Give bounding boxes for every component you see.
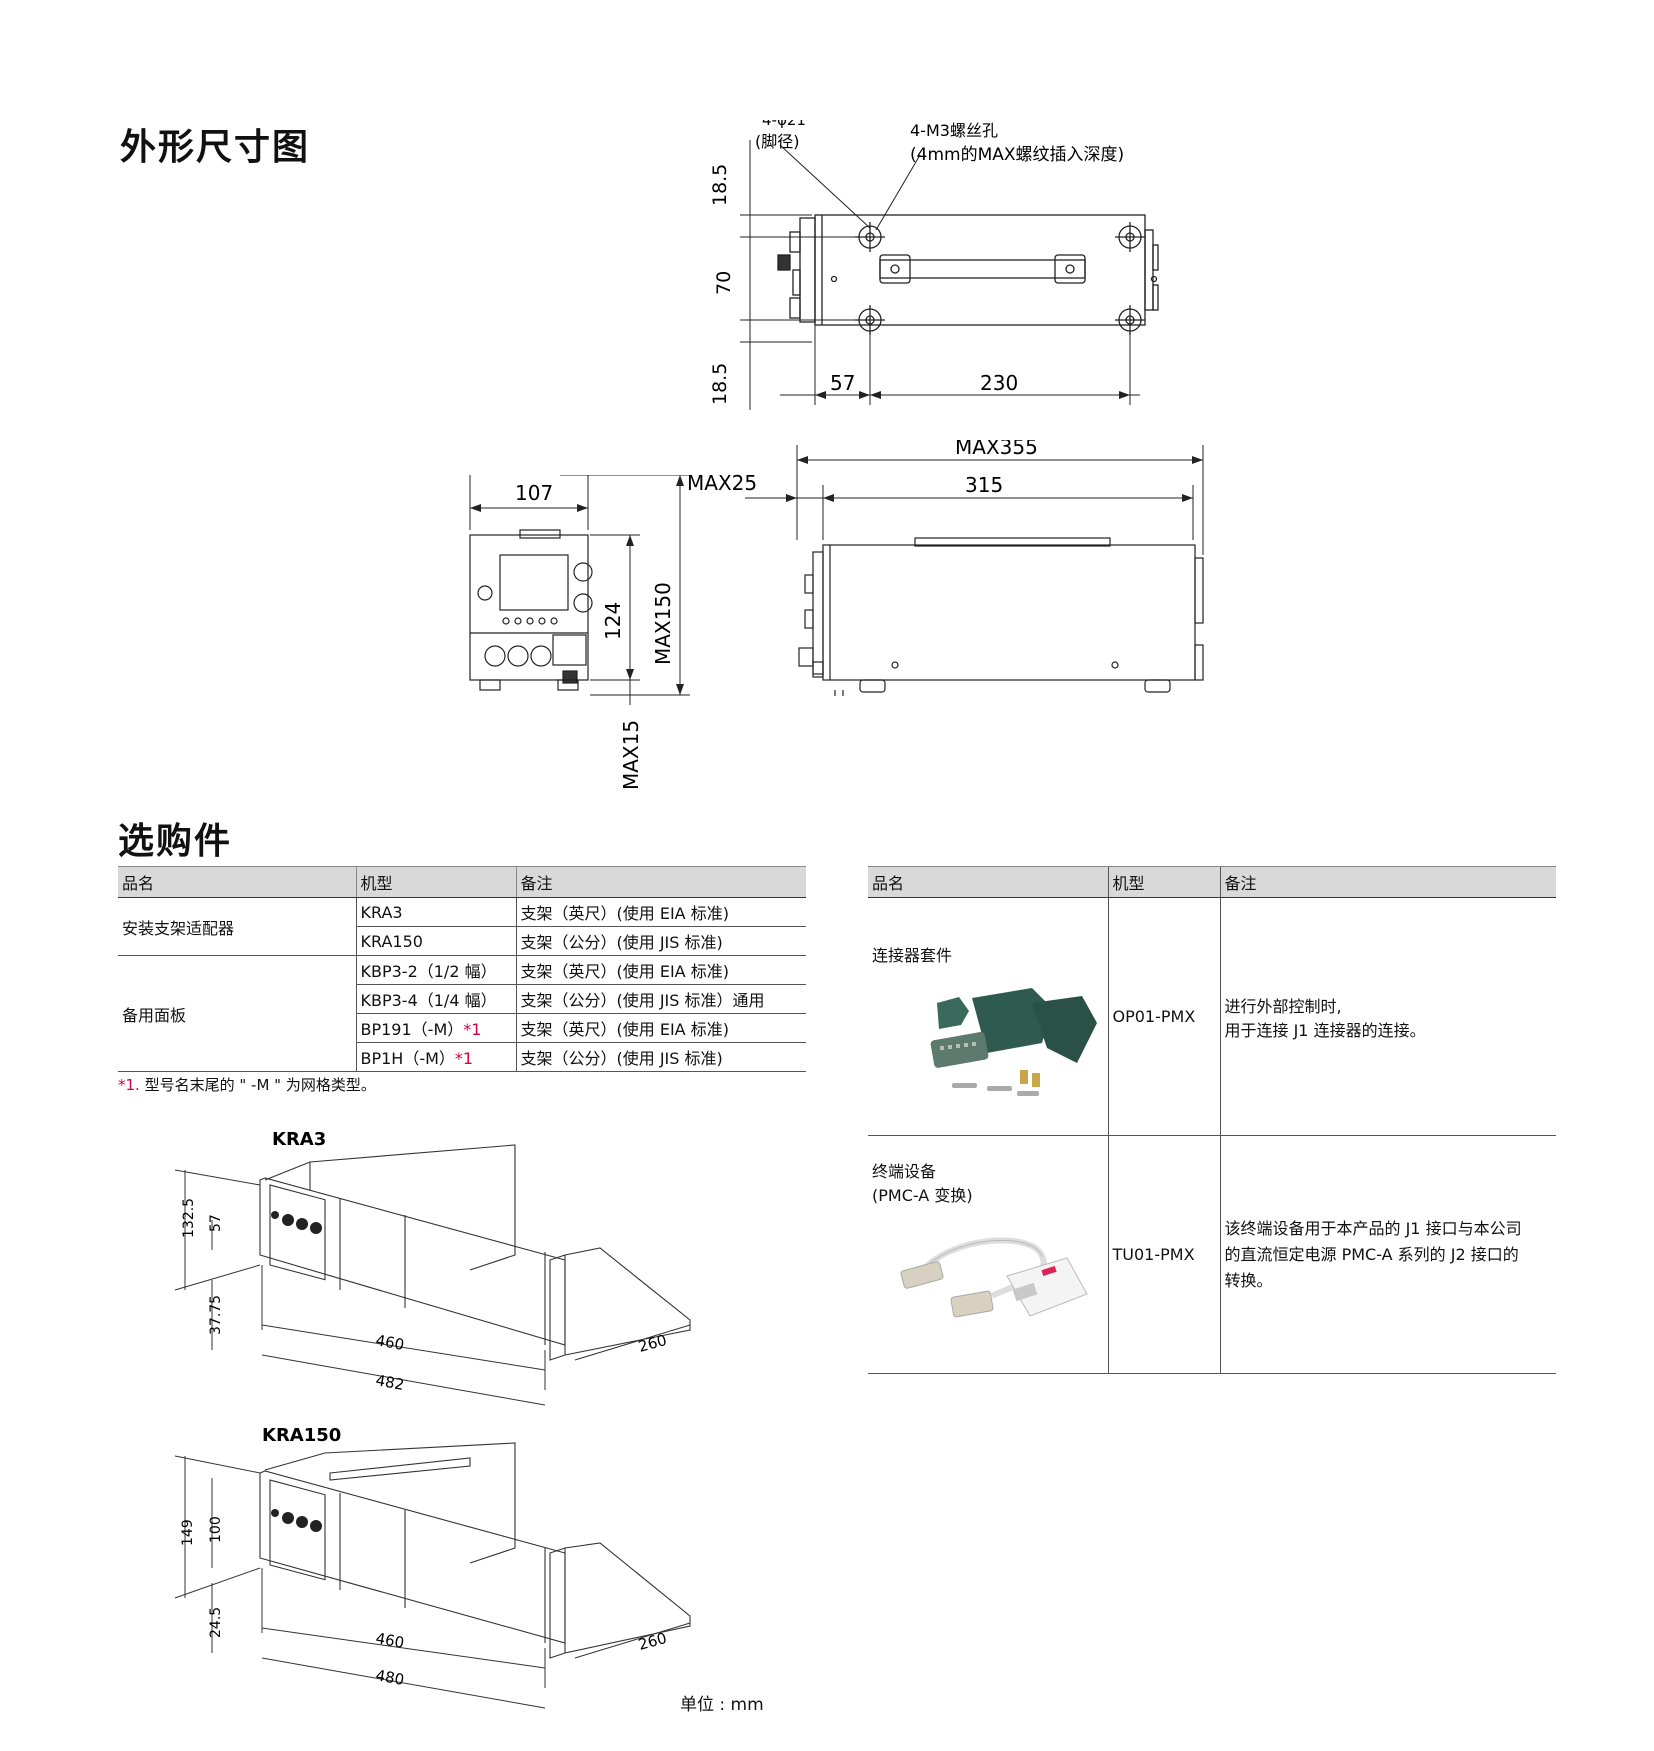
top-view-drawing: 4-φ21 (脚径) 4-M3螺丝孔 (4mm的MAX螺纹插入深度) 18.5 …	[709, 120, 1159, 410]
note-line: 用于连接 J1 连接器的连接。	[1224, 1020, 1426, 1040]
kra150-dim-480: 480	[374, 1666, 405, 1689]
table-row: 连接器套件 OP01-PMX 进行外部控制时, 用于连接 J1 连接器的连接。	[868, 897, 1556, 1136]
kra150-dim-100: 100	[208, 1516, 224, 1543]
model-text: BP1H（-M）	[360, 1049, 455, 1068]
row-note: 支架（英尺）(使用 EIA 标准)	[515, 897, 806, 927]
dim-230: 230	[980, 371, 1018, 395]
side-view-drawing: MAX355 MAX25 315	[687, 440, 1204, 696]
product-cell: 终端设备 (PMC-A 变换)	[868, 1135, 1108, 1374]
kra3-dim-132-5: 132.5	[181, 1198, 197, 1238]
note-line: 的直流恒定电源 PMC-A 系列的 J2 接口的	[1224, 1244, 1519, 1264]
product-note: 进行外部控制时, 用于连接 J1 连接器的连接。	[1219, 897, 1556, 1136]
note-line: 转换。	[1224, 1270, 1273, 1290]
product-name: 终端设备	[872, 1162, 937, 1181]
dim-70: 70	[713, 271, 735, 295]
kra150-title: KRA150	[262, 1425, 341, 1446]
row-model: KRA150	[355, 926, 516, 956]
table-row: KRA150 支架（公分）(使用 JIS 标准)	[118, 926, 806, 956]
options-table-left: 品名 机型 备注 安装支架适配器 KRA3 支架（英尺）(使用 EIA 标准) …	[118, 866, 806, 1072]
header-model: 机型	[1107, 866, 1220, 898]
header-model: 机型	[355, 866, 516, 898]
product-name: 连接器套件	[872, 946, 953, 965]
note-line: 该终端设备用于本产品的 J1 接口与本公司	[1224, 1218, 1522, 1238]
foot-label-2: (脚径)	[755, 132, 800, 151]
unit-label: 单位 : mm	[680, 1695, 764, 1715]
kra3-dim-57: 57	[208, 1214, 224, 1232]
group-name: 安装支架适配器	[118, 897, 356, 956]
table-row: 安装支架适配器 KRA3 支架（英尺）(使用 EIA 标准)	[118, 897, 806, 956]
dim-max355: MAX355	[955, 440, 1038, 459]
row-note: 支架（英尺）(使用 EIA 标准)	[515, 1013, 806, 1043]
model-text: BP191（-M）	[360, 1020, 464, 1039]
table-row: 终端设备 (PMC-A 变换) TU01-PMX 该终端设备用于本产品的 J1 …	[868, 1135, 1556, 1374]
product-note: 该终端设备用于本产品的 J1 接口与本公司 的直流恒定电源 PMC-A 系列的 …	[1219, 1135, 1556, 1374]
kra3-dim-260: 260	[636, 1331, 668, 1356]
dim-124: 124	[601, 602, 625, 640]
footnote: *1. 型号名末尾的 " -M " 为网格类型。	[118, 1074, 376, 1095]
kra150-dim-460: 460	[374, 1629, 405, 1652]
header-name: 品名	[868, 866, 1108, 898]
dim-max15: MAX15	[619, 720, 643, 790]
note-line: 进行外部控制时,	[1224, 996, 1342, 1016]
dim-18-5-bottom: 18.5	[709, 363, 731, 405]
row-model: BP1H（-M）*1	[355, 1042, 516, 1072]
kra3-dim-37-75: 37.75	[208, 1295, 224, 1335]
screw-label-1: 4-M3螺丝孔	[910, 121, 998, 140]
dim-57: 57	[830, 371, 855, 395]
row-model: BP191（-M）*1	[355, 1013, 516, 1043]
connector-kit-image	[930, 988, 1097, 1096]
row-note: 支架（公分）(使用 JIS 标准）通用	[515, 984, 806, 1014]
header-name: 品名	[118, 866, 356, 898]
options-table-right: 品名 机型 备注 连接器套件 OP01-PMX 进行外部控制时, 用于连接 J1…	[868, 866, 1556, 1374]
header-note: 备注	[1219, 866, 1556, 898]
kra3-title: KRA3	[272, 1129, 326, 1150]
row-note: 支架（英尺）(使用 EIA 标准)	[515, 955, 806, 985]
group-name: 备用面板	[118, 955, 356, 1072]
product-model: TU01-PMX	[1107, 1135, 1220, 1374]
table-row: BP1H（-M）*1 支架（公分）(使用 JIS 标准)	[118, 1042, 806, 1072]
front-view-drawing: 107 124 MAX150 MAX15	[469, 475, 690, 790]
footnote-mark: *1	[463, 1020, 482, 1039]
footnote-mark: *1.	[118, 1076, 140, 1094]
row-model: KRA3	[355, 897, 516, 927]
screw-label-2: (4mm的MAX螺纹插入深度)	[910, 145, 1124, 165]
row-note: 支架（公分）(使用 JIS 标准)	[515, 926, 806, 956]
kra150-dim-149: 149	[180, 1519, 196, 1546]
kra3-dim-460: 460	[374, 1331, 405, 1354]
dim-107: 107	[515, 481, 553, 505]
row-note: 支架（公分）(使用 JIS 标准)	[515, 1042, 806, 1072]
product-cell: 连接器套件	[868, 897, 1108, 1136]
dim-18-5-top: 18.5	[709, 164, 731, 206]
options-title: 选购件	[118, 821, 233, 862]
kra150-drawing: KRA150 149 100 24.5 460 480 260	[174, 1425, 691, 1709]
table-row: 备用面板 KBP3-2（1/2 幅） 支架（英尺）(使用 EIA 标准)	[118, 955, 806, 1072]
foot-label-1: 4-φ21	[762, 120, 806, 129]
dim-max25: MAX25	[687, 471, 757, 495]
table-row: BP191（-M）*1 支架（英尺）(使用 EIA 标准)	[118, 1013, 806, 1043]
kra150-dim-24-5: 24.5	[208, 1607, 224, 1638]
terminal-device-image	[900, 1237, 1088, 1318]
footnote-mark: *1	[454, 1049, 474, 1068]
dim-max150: MAX150	[651, 582, 675, 665]
row-model: KBP3-4（1/4 幅）	[355, 984, 516, 1014]
kra150-dim-260: 260	[636, 1629, 668, 1654]
kra3-drawing: KRA3 132.5 57 37.75 460 482 260	[174, 1129, 691, 1406]
table-row: KBP3-4（1/4 幅） 支架（公分）(使用 JIS 标准）通用	[118, 984, 806, 1014]
dimensions-title: 外形尺寸图	[120, 127, 311, 168]
footnote-text: 型号名末尾的 " -M " 为网格类型。	[144, 1076, 376, 1094]
kra3-dim-482: 482	[374, 1371, 405, 1394]
header-note: 备注	[515, 866, 806, 898]
product-model: OP01-PMX	[1107, 897, 1220, 1136]
product-name-sub: (PMC-A 变换)	[872, 1186, 973, 1205]
row-model: KBP3-2（1/2 幅）	[355, 955, 516, 985]
dim-315: 315	[965, 473, 1003, 497]
